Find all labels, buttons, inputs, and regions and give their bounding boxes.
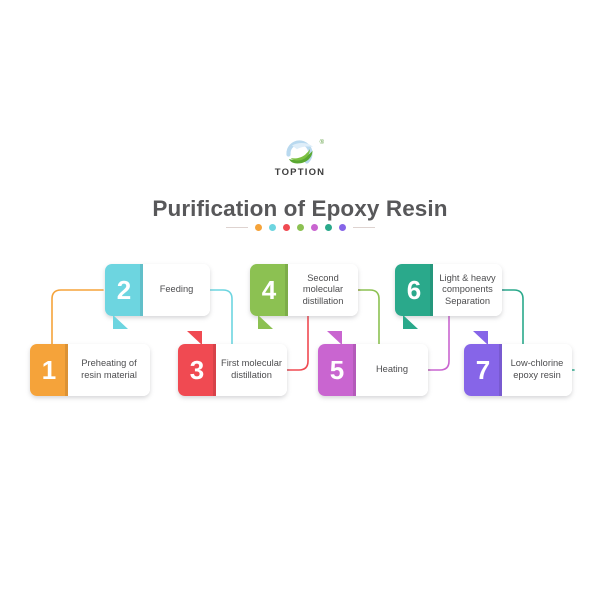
step-number: 3 — [189, 355, 205, 385]
bubble-tail-icon — [473, 331, 488, 345]
title-divider — [0, 224, 600, 231]
bubble-tail-icon — [113, 315, 128, 329]
step-card[interactable]: 6 Light & heavy components Separation — [395, 264, 502, 329]
flow-step-5[interactable]: 5 Heating — [318, 331, 428, 396]
divider-dot-3 — [282, 224, 290, 231]
step-card[interactable]: 2 Feeding — [105, 264, 210, 329]
flow-step-1[interactable]: 1 Preheating of resin material — [30, 344, 150, 396]
step-number-badge: 5 — [318, 331, 356, 396]
brand-name: TOPTION — [274, 167, 326, 178]
step-number: 2 — [116, 275, 132, 305]
bubble-tail-icon — [327, 331, 342, 345]
step-card[interactable]: 3 First molecular distillation — [178, 331, 287, 396]
divider-dot-7 — [338, 224, 346, 231]
step-label: Low-chlorine epoxy resin — [502, 344, 572, 396]
step-card[interactable]: 7 Low-chlorine epoxy resin — [464, 331, 572, 396]
step-label: Heating — [356, 344, 428, 396]
step-card[interactable]: 4 Second molecular distillation — [250, 264, 358, 329]
step-number: 1 — [41, 355, 57, 385]
bubble-tail-icon — [258, 315, 273, 329]
divider-rule-right — [352, 227, 375, 228]
step-number-badge: 7 — [464, 331, 502, 396]
flow-step-6[interactable]: 6 Light & heavy components Separation — [395, 264, 502, 329]
flow-step-4[interactable]: 4 Second molecular distillation — [250, 264, 358, 329]
step-number: 4 — [261, 275, 277, 305]
registered-trademark-icon: ® — [319, 140, 324, 146]
step-label: First molecular distillation — [216, 344, 287, 396]
step-number-badge: 1 — [30, 344, 68, 396]
process-flow: 1 Preheating of resin material 2 Feeding… — [0, 240, 600, 420]
step-number-badge: 3 — [178, 331, 216, 396]
step-label: Preheating of resin material — [68, 344, 150, 396]
divider-dot-6 — [324, 224, 332, 231]
divider-dot-2 — [268, 224, 276, 231]
divider-rule-left — [225, 227, 248, 228]
step-card[interactable]: 5 Heating — [318, 331, 428, 396]
connector-1-to-2 — [51, 289, 104, 345]
step-number-badge: 6 — [395, 264, 433, 329]
flow-step-3[interactable]: 3 First molecular distillation — [178, 331, 287, 396]
divider-dot-1 — [254, 224, 262, 231]
divider-dot-4 — [296, 224, 304, 231]
toption-swoosh-logo-icon: ® — [283, 140, 324, 167]
divider-dot-5 — [310, 224, 318, 231]
step-number-badge: 2 — [105, 264, 143, 329]
step-number-badge: 4 — [250, 264, 288, 329]
flow-step-7[interactable]: 7 Low-chlorine epoxy resin — [464, 331, 572, 396]
page-title: Purification of Epoxy Resin — [152, 196, 448, 221]
step-number: 6 — [406, 275, 422, 305]
step-number: 7 — [475, 355, 491, 385]
bubble-tail-icon — [403, 315, 418, 329]
flow-step-2[interactable]: 2 Feeding — [105, 264, 210, 329]
step-card[interactable]: 1 Preheating of resin material — [30, 344, 150, 396]
brand-logo: ® TOPTION — [0, 140, 600, 188]
step-label: Feeding — [143, 264, 210, 316]
step-number: 5 — [329, 355, 345, 385]
step-label: Second molecular distillation — [288, 264, 358, 316]
bubble-tail-icon — [187, 331, 202, 345]
step-label: Light & heavy components Separation — [433, 264, 502, 316]
